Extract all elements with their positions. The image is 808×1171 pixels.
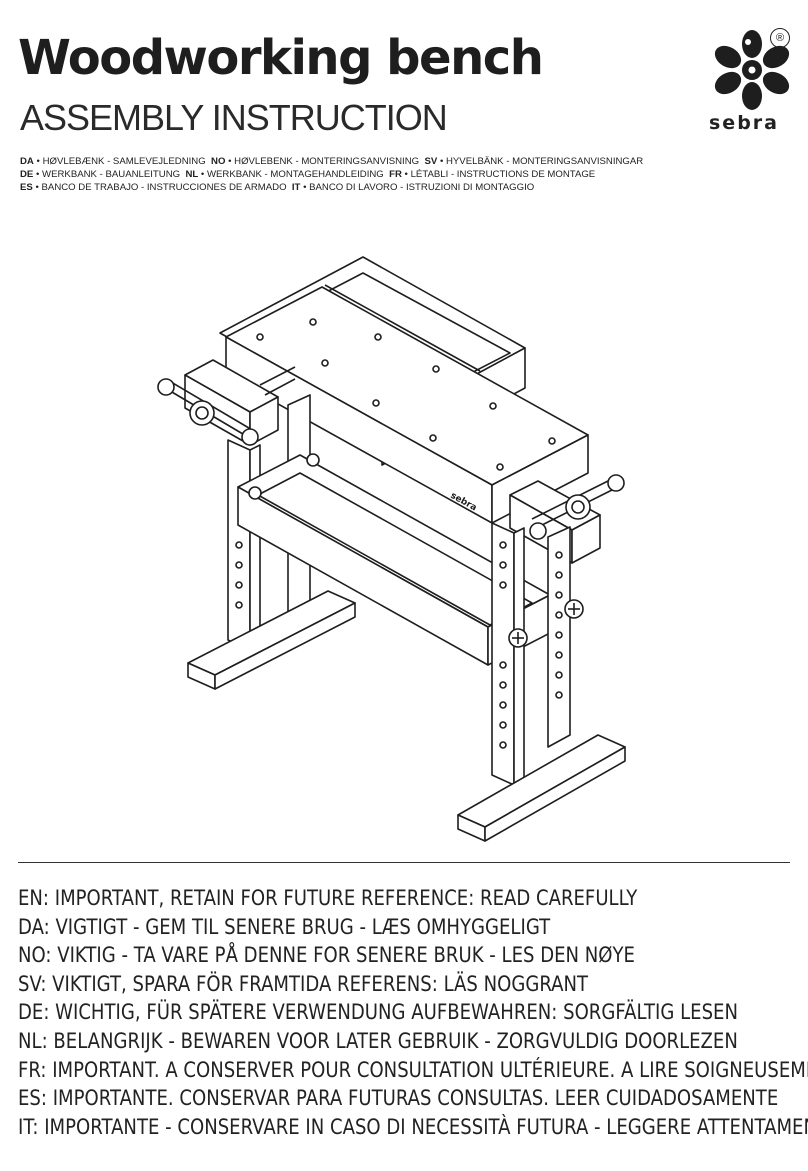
safety-warnings: EN: IMPORTANT, RETAIN FOR FUTURE REFEREN… [18, 884, 808, 1141]
translation-text: HØVLEBÆNK - SAMLEVEJLEDNING [42, 156, 206, 167]
translation-text: BANCO DI LAVORO - ISTRUZIONI DI MONTAGGI… [309, 182, 535, 193]
language-code: DE [20, 169, 34, 180]
warning-line: SV: VIKTIGT, SPARA FÖR FRAMTIDA REFERENS… [18, 971, 589, 996]
warning-line: DE: WICHTIG, FÜR SPÄTERE VERWENDUNG AUFB… [18, 1000, 738, 1025]
sebra-logo-icon [714, 30, 790, 110]
translation-row: ES • BANCO DE TRABAJO - INSTRUCCIONES DE… [20, 182, 535, 193]
translation-text: BANCO DE TRABAJO - INSTRUCCIONES DE ARMA… [41, 182, 287, 193]
workbench-illustration: sebra [157, 256, 626, 842]
registered-mark: ® [770, 28, 790, 48]
language-code: ES [20, 182, 33, 193]
warning-line: NO: VIKTIG - TA VARE PÅ DENNE FOR SENERE… [18, 943, 635, 968]
translated-titles: DA • HØVLEBÆNK - SAMLEVEJLEDNING NO • HØ… [20, 155, 643, 194]
warning-line: NL: BELANGRIJK - BEWAREN VOOR LATER GEBR… [18, 1028, 738, 1053]
warning-line: FR: IMPORTANT. A CONSERVER POUR CONSULTA… [18, 1057, 808, 1082]
translation-row: DE • WERKBANK - BAUANLEITUNG NL • WERKBA… [20, 169, 596, 180]
language-code: FR [389, 169, 402, 180]
language-code: NL [185, 169, 199, 180]
translation-row: DA • HØVLEBÆNK - SAMLEVEJLEDNING NO • HØ… [20, 156, 644, 167]
translation-text: LÉTABLI - INSTRUCTIONS DE MONTAGE [410, 169, 596, 180]
warning-line: IT: IMPORTANTE - CONSERVARE IN CASO DI N… [18, 1114, 808, 1139]
document-title: Woodworking bench [18, 30, 544, 86]
document-subtitle: ASSEMBLY INSTRUCTION [20, 97, 448, 138]
warning-line: DA: VIGTIGT - GEM TIL SENERE BRUG - LÆS … [18, 914, 551, 939]
translation-text: HYVELBÄNK - MONTERINGSANVISNINGAR [445, 156, 644, 167]
warning-line: EN: IMPORTANT, RETAIN FOR FUTURE REFEREN… [18, 886, 638, 910]
language-code: NO [211, 156, 226, 167]
divider [18, 862, 790, 863]
language-code: SV [424, 156, 438, 167]
warning-line: ES: IMPORTANTE. CONSERVAR PARA FUTURAS C… [18, 1086, 779, 1111]
brand-name: sebra [709, 112, 779, 134]
translation-text: HØVLEBENK - MONTERINGSANVISNING [234, 156, 420, 167]
translation-text: WERKBANK - MONTAGEHANDLEIDING [206, 169, 384, 180]
translation-text: WERKBANK - BAUANLEITUNG [42, 169, 181, 180]
language-code: IT [291, 182, 301, 193]
language-code: DA [20, 156, 34, 167]
